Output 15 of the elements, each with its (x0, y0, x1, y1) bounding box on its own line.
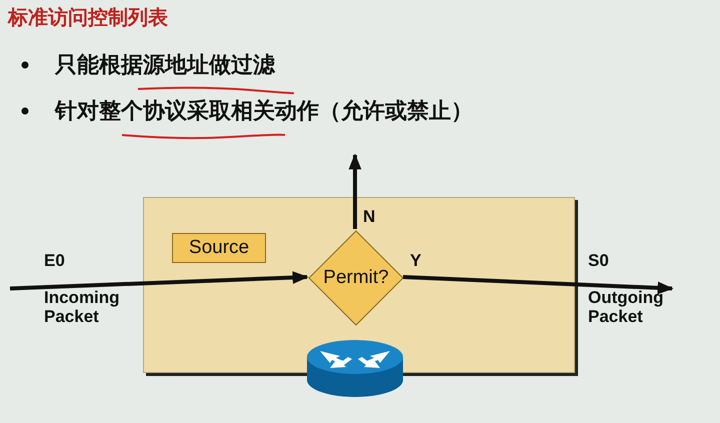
port-label: E0 (44, 251, 66, 270)
edge-label: N (363, 207, 376, 226)
label-box: Source (172, 233, 266, 263)
arrow (348, 153, 362, 229)
decision-diamond: Permit? (308, 230, 404, 326)
edge-label: Y (410, 251, 422, 270)
bullet-text: 针对整个协议采取相关动作（允许或禁止） (55, 98, 473, 126)
arrow (402, 275, 674, 294)
port-caption: Outgoing Packet (588, 288, 665, 326)
port-caption: Incoming Packet (44, 288, 121, 326)
arrow (10, 271, 309, 290)
port-label: S0 (588, 251, 610, 270)
panel (143, 197, 575, 373)
title: 标准访问控制列表 (8, 4, 168, 31)
bullet-text: 只能根据源地址做过滤 (55, 52, 275, 80)
